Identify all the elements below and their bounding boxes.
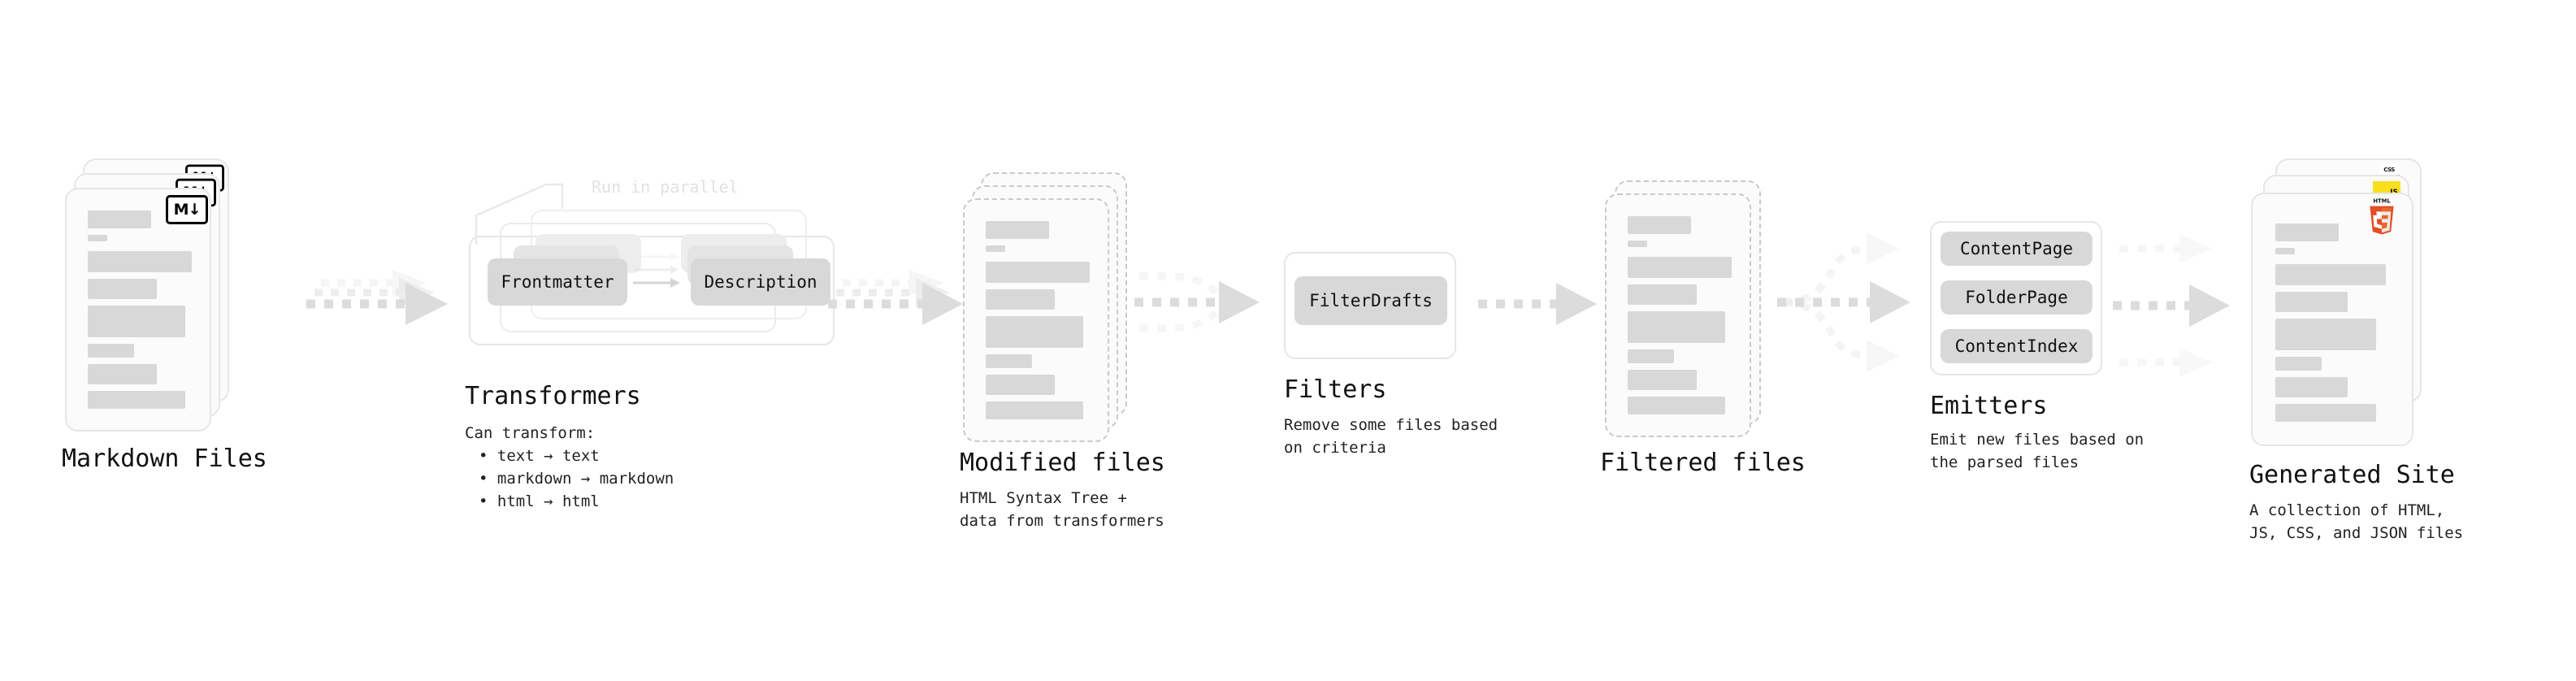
stage-caption: Can transform: — [465, 424, 596, 442]
stage-title: Modified files — [960, 449, 1165, 477]
transformer-pill-frontmatter[interactable]: Frontmatter — [488, 258, 627, 306]
skeleton-bar — [2275, 292, 2348, 312]
pill-label: Frontmatter — [501, 272, 614, 292]
stage-caption: HTML Syntax Tree + data from transformer… — [960, 489, 1164, 530]
site-card-front — [2251, 193, 2413, 446]
skeleton-bar — [2275, 377, 2348, 397]
stage-title: Markdown Files — [62, 445, 267, 473]
skeleton-bar — [986, 262, 1090, 283]
stage-filtered-files: Filtered files — [1600, 180, 1806, 477]
skeleton-bar — [88, 279, 157, 299]
skeleton-bar — [2275, 264, 2386, 285]
transform-bullet-3: • html → html — [479, 492, 600, 510]
skeleton-bar — [1628, 257, 1732, 278]
skeleton-bar — [88, 251, 192, 272]
pill-label: FolderPage — [1965, 288, 2068, 307]
stage-markdown-files: M↓ M↓ M↓ Markdown Files — [62, 158, 267, 473]
emitter-pill-folderpage[interactable]: FolderPage — [1941, 280, 2092, 314]
skeleton-bar — [2275, 404, 2376, 422]
pill-label: FilterDrafts — [1309, 291, 1433, 310]
arrow-transformers-to-modified — [828, 270, 963, 325]
skeleton-bar — [1628, 370, 1697, 390]
skeleton-bar — [2275, 357, 2322, 371]
stage-caption: Emit new files based on the parsed files — [1930, 431, 2144, 471]
arrow-emitters-to-site — [2113, 234, 2230, 377]
stage-generated-site: CSS JS HTML Generated Site A c — [2249, 158, 2463, 542]
skeleton-bar — [986, 401, 1083, 419]
stage-title: Emitters — [1930, 392, 2048, 420]
stage-modified-files: Modified files HTML Syntax Tree + data f… — [960, 172, 1165, 530]
transformer-group-front — [469, 236, 835, 345]
skeleton-bar — [986, 354, 1032, 368]
skeleton-bar — [1628, 284, 1697, 305]
skeleton-bar — [986, 375, 1055, 395]
arrow-markdown-to-transformers — [306, 270, 448, 325]
markdown-card-front — [65, 188, 211, 432]
stage-caption: Remove some files based on criteria — [1284, 416, 1498, 457]
markdown-icon: M↓ — [166, 195, 208, 224]
pill-label: ContentPage — [1959, 239, 2074, 258]
skeleton-bar — [2275, 223, 2339, 241]
stage-title: Generated Site — [2249, 461, 2455, 489]
skeleton-bar — [88, 306, 185, 337]
skeleton-bar — [986, 316, 1083, 348]
skeleton-bar — [986, 221, 1049, 239]
skeleton-bar — [1628, 216, 1691, 234]
skeleton-bar — [88, 235, 107, 241]
transform-bullet-2: • markdown → markdown — [479, 470, 674, 488]
arrow-modified-to-filters — [1134, 272, 1260, 332]
filtered-card-stack — [1605, 180, 1776, 449]
arrow-filters-to-filtered — [1478, 283, 1597, 325]
skeleton-bar — [1628, 397, 1725, 414]
transformer-inner-arrows — [633, 253, 680, 288]
html5-icon: HTML — [2370, 198, 2394, 235]
skeleton-bar — [986, 245, 1005, 252]
skeleton-bar — [2275, 248, 2295, 254]
filtered-card-front — [1605, 193, 1751, 437]
skeleton-bar — [88, 210, 151, 228]
filter-pill-filterdrafts[interactable]: FilterDrafts — [1295, 276, 1447, 325]
site-card-stack: CSS JS HTML — [2251, 158, 2438, 446]
skeleton-bar — [88, 364, 157, 384]
stage-title: Filtered files — [1600, 449, 1806, 477]
emitter-pill-contentpage[interactable]: ContentPage — [1941, 232, 2092, 266]
skeleton-bar — [1628, 311, 1725, 343]
skeleton-bar — [88, 344, 134, 358]
emitter-pill-contentindex[interactable]: ContentIndex — [1941, 329, 2092, 363]
skeleton-bar — [986, 289, 1055, 310]
skeleton-bar — [2275, 319, 2376, 350]
svg-text:HTML: HTML — [2373, 198, 2391, 205]
arrow-filtered-to-emitters — [1777, 232, 1910, 372]
stage-title: Transformers — [465, 382, 641, 410]
skeleton-bar — [1628, 241, 1647, 247]
parallel-leader-line — [475, 183, 564, 245]
pill-label: ContentIndex — [1954, 336, 2079, 356]
parallel-annotation: Run in parallel — [592, 177, 739, 197]
markdown-card-stack: M↓ M↓ M↓ — [65, 158, 236, 432]
pill-label: Description — [704, 272, 817, 292]
transformer-pill-description[interactable]: Description — [691, 258, 830, 306]
stage-caption: A collection of HTML, JS, CSS, and JSON … — [2249, 501, 2464, 542]
skeleton-bar — [88, 391, 185, 409]
modified-card-stack — [963, 172, 1134, 442]
stage-title: Filters — [1284, 375, 1387, 404]
skeleton-bar — [1628, 349, 1674, 363]
modified-card-front — [963, 198, 1109, 442]
transform-bullet-1: • text → text — [479, 447, 600, 465]
